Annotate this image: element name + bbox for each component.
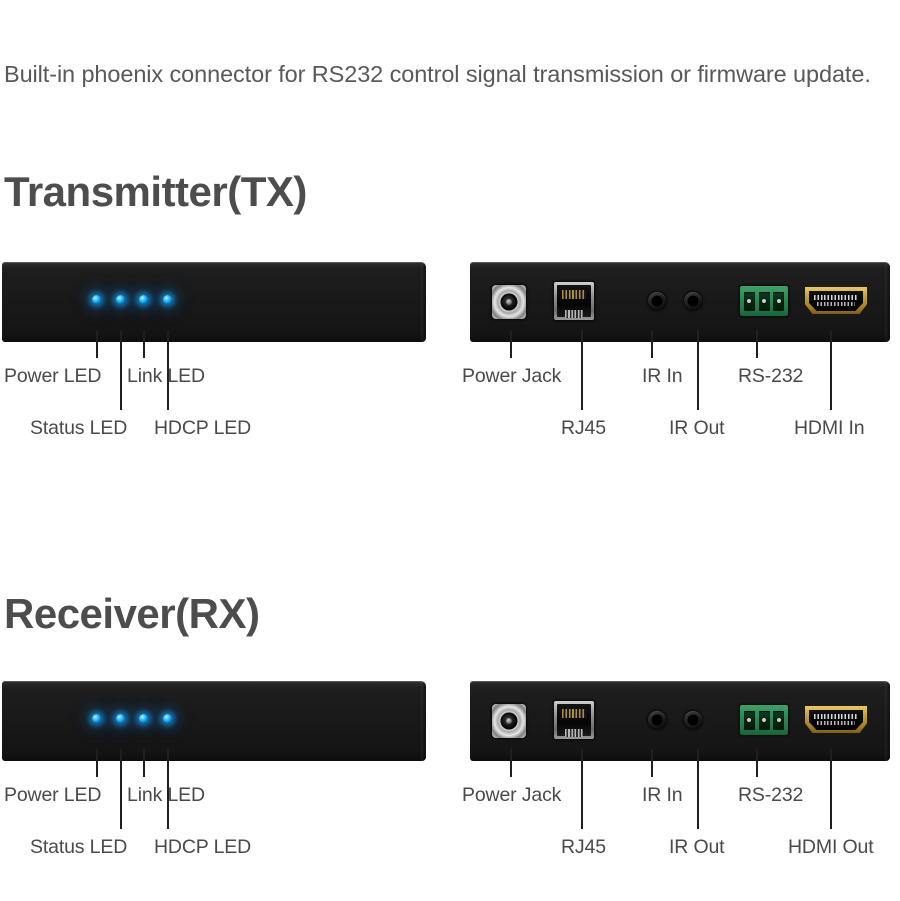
- callout-rs232: RS-232: [738, 784, 804, 806]
- leader-ir-out: [697, 749, 699, 829]
- transmitter-status-led: [116, 295, 125, 304]
- hdmi-mouth: [809, 291, 863, 311]
- leader-ir-in: [651, 330, 653, 358]
- receiver-hdcp-led: [163, 714, 172, 723]
- receiver-hdmi-out-port: [805, 706, 867, 733]
- transmitter-hdcp-led: [163, 295, 172, 304]
- rj45-latch: [565, 310, 583, 318]
- callout-hdcp-led: HDCP LED: [154, 417, 252, 439]
- phoenix-pin-3: [773, 710, 785, 730]
- callout-rs232: RS-232: [738, 365, 804, 387]
- callout-power-jack: Power Jack: [462, 365, 562, 387]
- leader-hdcp-led: [167, 749, 169, 829]
- transmitter-rj45-port: [554, 282, 594, 320]
- leader-hdmi-out: [830, 749, 832, 829]
- receiver-power-led: [92, 714, 101, 723]
- leader-power-jack: [510, 749, 512, 777]
- callout-hdmi-out: HDMI Out: [788, 836, 874, 858]
- transmitter-dc-power-jack: [492, 285, 526, 319]
- leader-power-led: [96, 330, 98, 358]
- callout-ir-out: IR Out: [669, 836, 725, 858]
- transmitter-rear-panel-figure: Power Jack IR In RS-232 RJ45 IR Out HDMI…: [462, 262, 900, 482]
- callout-ir-in: IR In: [642, 365, 683, 387]
- transmitter-ir-in-jack: [648, 292, 666, 310]
- receiver-ir-out-jack: [684, 711, 702, 729]
- leader-power-led: [96, 749, 98, 777]
- transmitter-front-panel-figure: Power LED Link LED Status LED HDCP LED: [0, 262, 440, 482]
- leader-link-led: [143, 749, 145, 777]
- transmitter-rs232-phoenix-connector: [740, 286, 788, 316]
- callout-rj45: RJ45: [561, 417, 606, 439]
- phoenix-pin-3: [773, 291, 785, 311]
- rj45-latch: [565, 729, 583, 737]
- receiver-front-chassis: [2, 681, 426, 761]
- receiver-rear-panel-figure: Power Jack IR In RS-232 RJ45 IR Out HDMI…: [462, 681, 900, 901]
- section-title-transmitter: Transmitter(TX): [4, 168, 307, 216]
- leader-link-led: [143, 330, 145, 358]
- callout-link-led: Link LED: [127, 365, 205, 387]
- phoenix-pin-1: [743, 710, 755, 730]
- receiver-rj45-port: [554, 701, 594, 739]
- callout-rj45: RJ45: [561, 836, 606, 858]
- receiver-link-led: [139, 714, 148, 723]
- section-title-receiver: Receiver(RX): [4, 590, 260, 638]
- callout-status-led: Status LED: [30, 417, 128, 439]
- callout-hdmi-in: HDMI In: [794, 417, 865, 439]
- callout-status-led: Status LED: [30, 836, 128, 858]
- receiver-dc-power-jack: [492, 704, 526, 738]
- transmitter-power-led: [92, 295, 101, 304]
- transmitter-ir-out-jack: [684, 292, 702, 310]
- leader-ir-in: [651, 749, 653, 777]
- callout-power-led: Power LED: [4, 365, 102, 387]
- hdmi-mouth: [809, 710, 863, 730]
- leader-status-led: [120, 749, 122, 829]
- leader-rs232: [756, 749, 758, 777]
- intro-paragraph: Built-in phoenix connector for RS232 con…: [4, 60, 871, 87]
- transmitter-hdmi-in-port: [805, 287, 867, 314]
- callout-link-led: Link LED: [127, 784, 205, 806]
- receiver-ir-in-jack: [648, 711, 666, 729]
- leader-power-jack: [510, 330, 512, 358]
- callout-hdcp-led: HDCP LED: [154, 836, 252, 858]
- callout-power-led: Power LED: [4, 784, 102, 806]
- phoenix-pin-2: [758, 291, 770, 311]
- leader-status-led: [120, 330, 122, 410]
- leader-hdmi-in: [830, 330, 832, 410]
- leader-rj45: [581, 330, 583, 410]
- callout-power-jack: Power Jack: [462, 784, 562, 806]
- leader-ir-out: [697, 330, 699, 410]
- callout-ir-out: IR Out: [669, 417, 725, 439]
- callout-ir-in: IR In: [642, 784, 683, 806]
- transmitter-front-chassis: [2, 262, 426, 342]
- receiver-rs232-phoenix-connector: [740, 705, 788, 735]
- phoenix-pin-1: [743, 291, 755, 311]
- phoenix-pin-2: [758, 710, 770, 730]
- receiver-front-panel-figure: Power LED Link LED Status LED HDCP LED: [0, 681, 440, 901]
- leader-rs232: [756, 330, 758, 358]
- leader-hdcp-led: [167, 330, 169, 410]
- transmitter-link-led: [139, 295, 148, 304]
- leader-rj45: [581, 749, 583, 829]
- receiver-status-led: [116, 714, 125, 723]
